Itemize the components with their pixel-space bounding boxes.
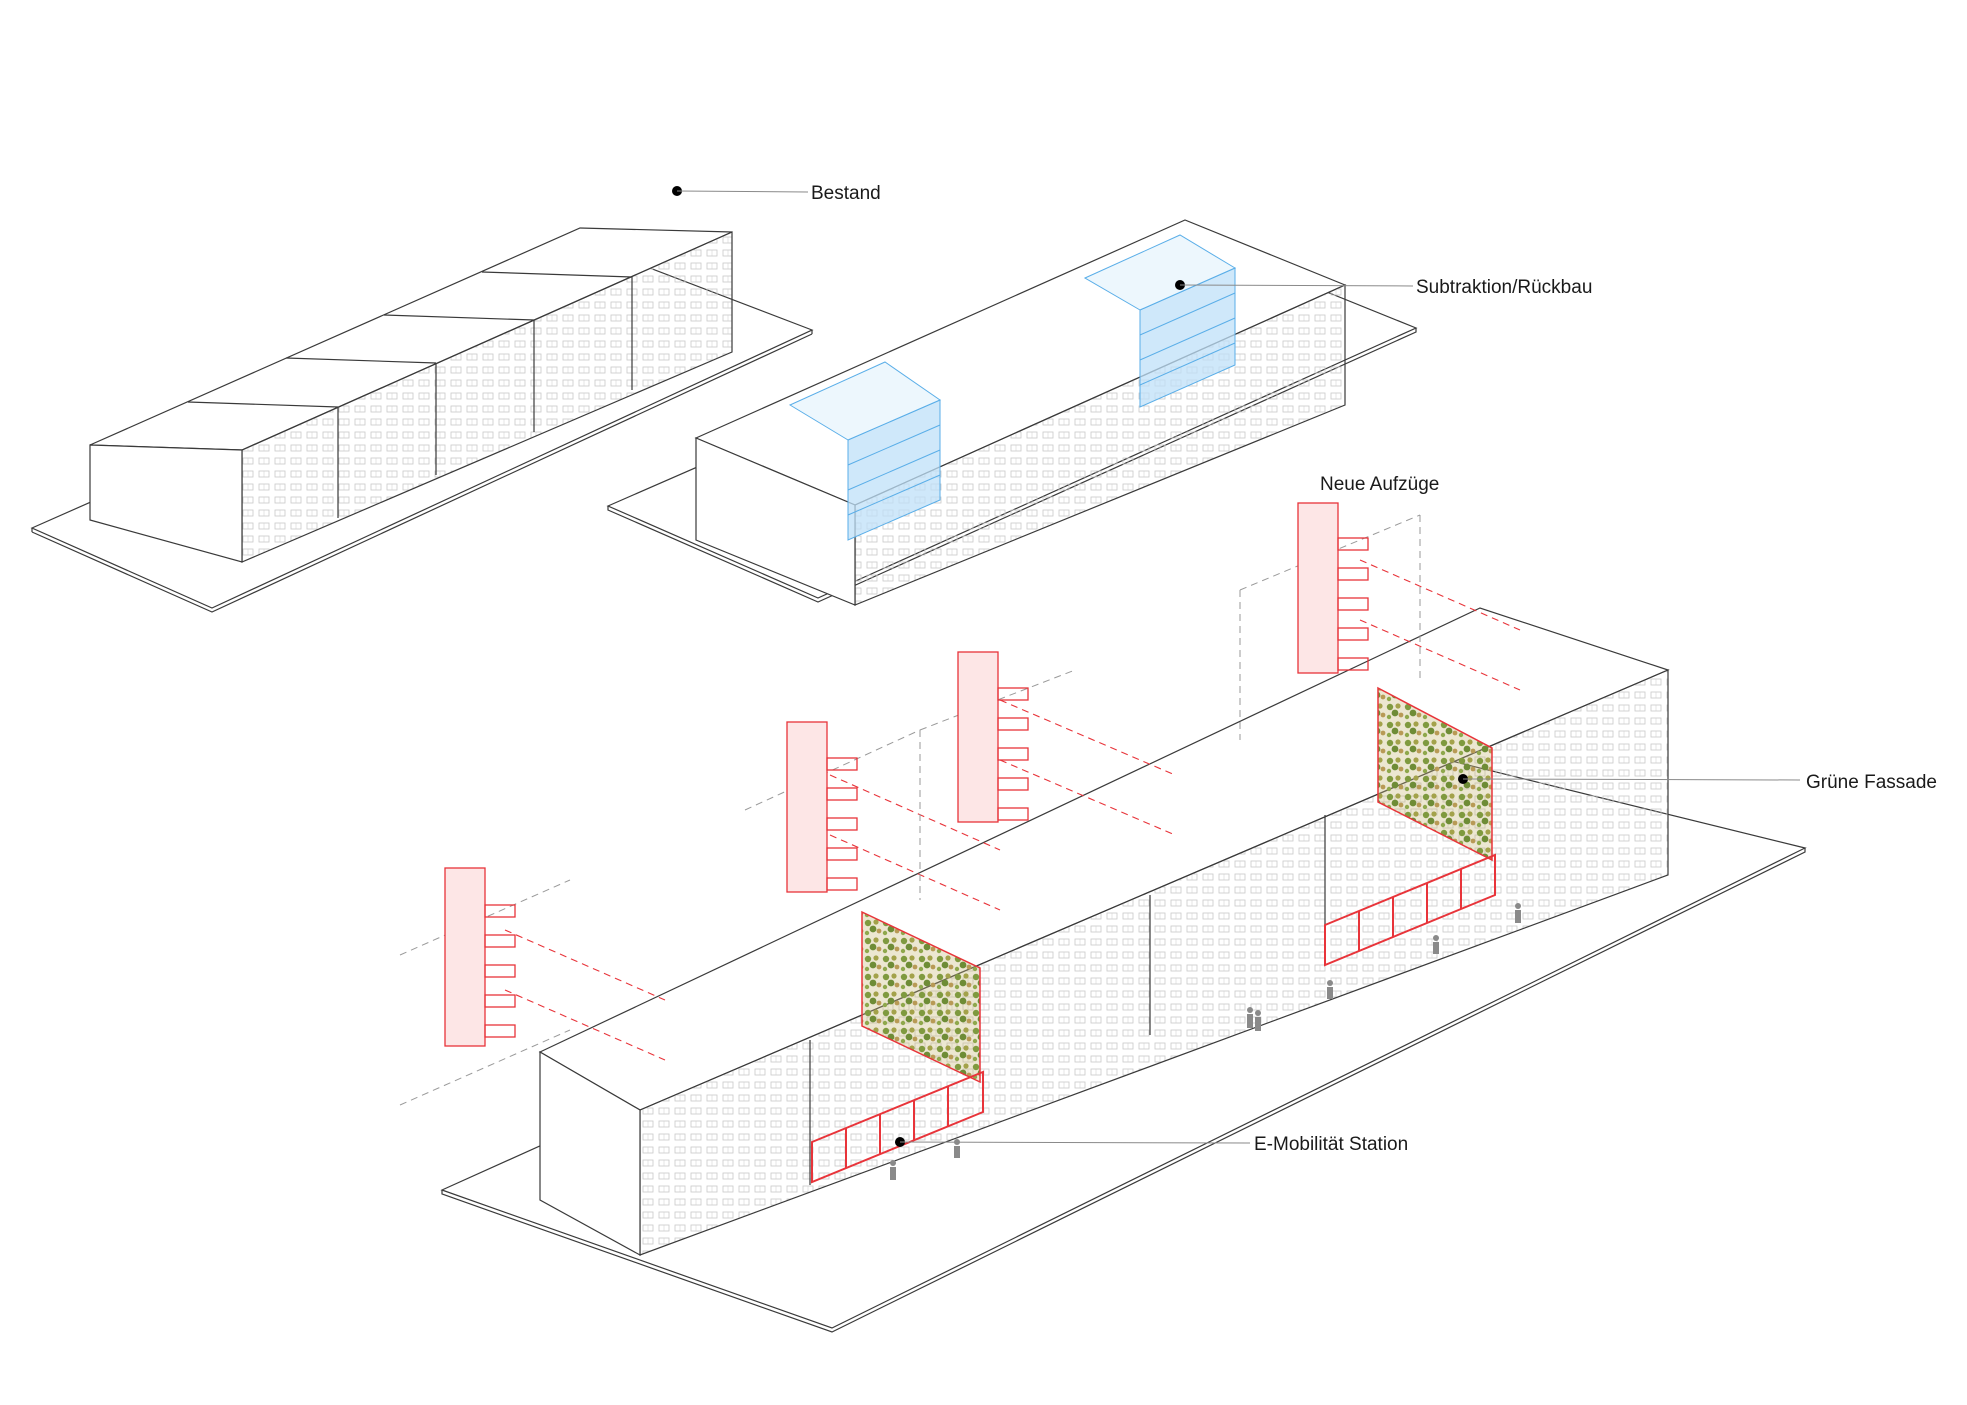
label-bestand: Bestand	[811, 183, 881, 204]
label-e-mobilitaet: E-Mobilität Station	[1254, 1134, 1408, 1155]
label-gruene-fassade: Grüne Fassade	[1806, 772, 1937, 793]
elevator-tower-2	[786, 721, 858, 893]
green-facade-2	[1377, 686, 1493, 862]
label-aufzuege: Neue Aufzüge	[1320, 474, 1439, 495]
block-proposal: Grüne Fassade E-Mobilität Station Neue A…	[399, 474, 1937, 1333]
elevator-tower-3	[957, 651, 1029, 823]
pedestrians	[890, 903, 1521, 1180]
block-bestand: Bestand	[30, 183, 881, 613]
e-mobility-station-1	[811, 1070, 984, 1184]
elevator-tower-1	[444, 867, 516, 1047]
elevator-tower-4	[1297, 502, 1369, 674]
green-facade-1	[861, 910, 981, 1084]
label-subtraktion: Subtraktion/Rückbau	[1416, 277, 1592, 298]
e-mobility-station-2	[1324, 853, 1496, 967]
block-subtraktion: Subtraktion/Rückbau	[606, 219, 1592, 606]
